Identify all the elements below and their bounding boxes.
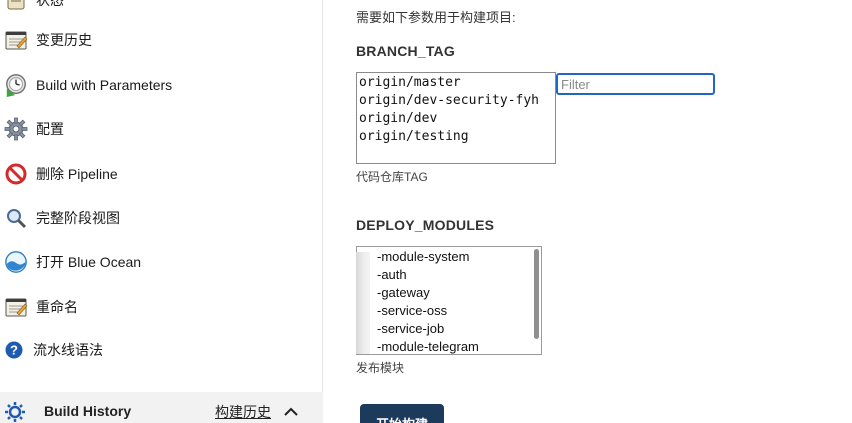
help-icon: ?	[2, 338, 26, 362]
sidebar-item-rename[interactable]: 重命名	[0, 291, 320, 323]
form-intro: 需要如下参数用于构建项目:	[356, 10, 516, 25]
scrollbar[interactable]	[534, 249, 539, 339]
param-branch-tag-description: 代码仓库TAG	[356, 170, 428, 184]
sidebar-item-label: 完整阶段视图	[36, 210, 120, 226]
sidebar-item-full-stage-view[interactable]: 完整阶段视图	[0, 202, 320, 234]
build-history-icon	[4, 401, 26, 423]
sidebar-item-label: 状态	[36, 0, 64, 8]
select-option[interactable]: origin/testing	[359, 129, 469, 144]
gear-icon	[4, 117, 28, 141]
param-deploy-modules-description: 发布模块	[356, 361, 405, 375]
sidebar-item-pipeline-syntax[interactable]: ? 流水线语法	[0, 334, 320, 366]
select-option[interactable]: origin/master	[359, 75, 461, 90]
svg-text:?: ?	[10, 343, 18, 358]
notepad-icon	[4, 28, 28, 52]
sidebar-item-label: 打开 Blue Ocean	[36, 254, 142, 270]
parameters-form: 需要如下参数用于构建项目: BRANCH_TAG origin/master o…	[324, 0, 852, 423]
sidebar-item-label: 流水线语法	[33, 342, 103, 358]
select-option[interactable]: origin/dev-security-fyh	[359, 93, 540, 108]
blue-ocean-icon	[4, 250, 28, 274]
build-history-link[interactable]: 构建历史	[215, 404, 271, 420]
branch-filter-input[interactable]	[556, 73, 715, 95]
select-option[interactable]: origin/dev	[359, 111, 438, 126]
redaction-mask	[356, 252, 370, 354]
sidebar-item-label: 删除 Pipeline	[36, 166, 118, 182]
sidebar-item-label: 重命名	[36, 299, 78, 315]
no-entry-icon	[4, 162, 28, 186]
sidebar-item-changes[interactable]: 变更历史	[0, 24, 320, 56]
select-option[interactable]: -auth	[377, 267, 407, 282]
param-branch-tag-label: BRANCH_TAG	[356, 43, 455, 59]
sidebar-item-blue-ocean[interactable]: 打开 Blue Ocean	[0, 246, 320, 278]
sidebar-item-delete-pipeline[interactable]: 删除 Pipeline	[0, 158, 320, 190]
param-deploy-modules-label: DEPLOY_MODULES	[356, 217, 495, 233]
build-history-header: Build History 构建历史	[0, 392, 323, 423]
sidebar-item-status[interactable]: 状态	[0, 0, 320, 16]
notepad-icon	[4, 295, 28, 319]
search-icon	[4, 206, 28, 230]
branch-tag-select[interactable]: origin/master origin/dev-security-fyh or…	[356, 72, 556, 164]
start-build-button[interactable]: 开始构建	[360, 404, 444, 423]
status-icon	[4, 0, 28, 12]
sidebar-item-configure[interactable]: 配置	[0, 113, 320, 145]
sidebar: 状态 变更历史 Build with Parameters 配置 删除 Pipe…	[0, 0, 323, 423]
build-clock-icon	[4, 73, 28, 97]
select-option[interactable]: -gateway	[377, 285, 430, 300]
sidebar-item-label: Build with Parameters	[36, 77, 173, 93]
select-option[interactable]: -service-oss	[377, 303, 448, 318]
sidebar-item-label: 变更历史	[36, 32, 92, 48]
sidebar-item-label: 配置	[36, 121, 64, 137]
sidebar-item-build-with-parameters[interactable]: Build with Parameters	[0, 69, 320, 101]
build-history-title: Build History	[44, 403, 132, 419]
select-option[interactable]: -module-system	[377, 249, 470, 264]
deploy-modules-select[interactable]: -module-system -auth -gateway -service-o…	[356, 246, 542, 355]
select-option[interactable]: -service-job	[377, 321, 445, 336]
select-option[interactable]: -module-telegram	[377, 339, 479, 354]
chevron-up-icon[interactable]	[284, 404, 298, 422]
